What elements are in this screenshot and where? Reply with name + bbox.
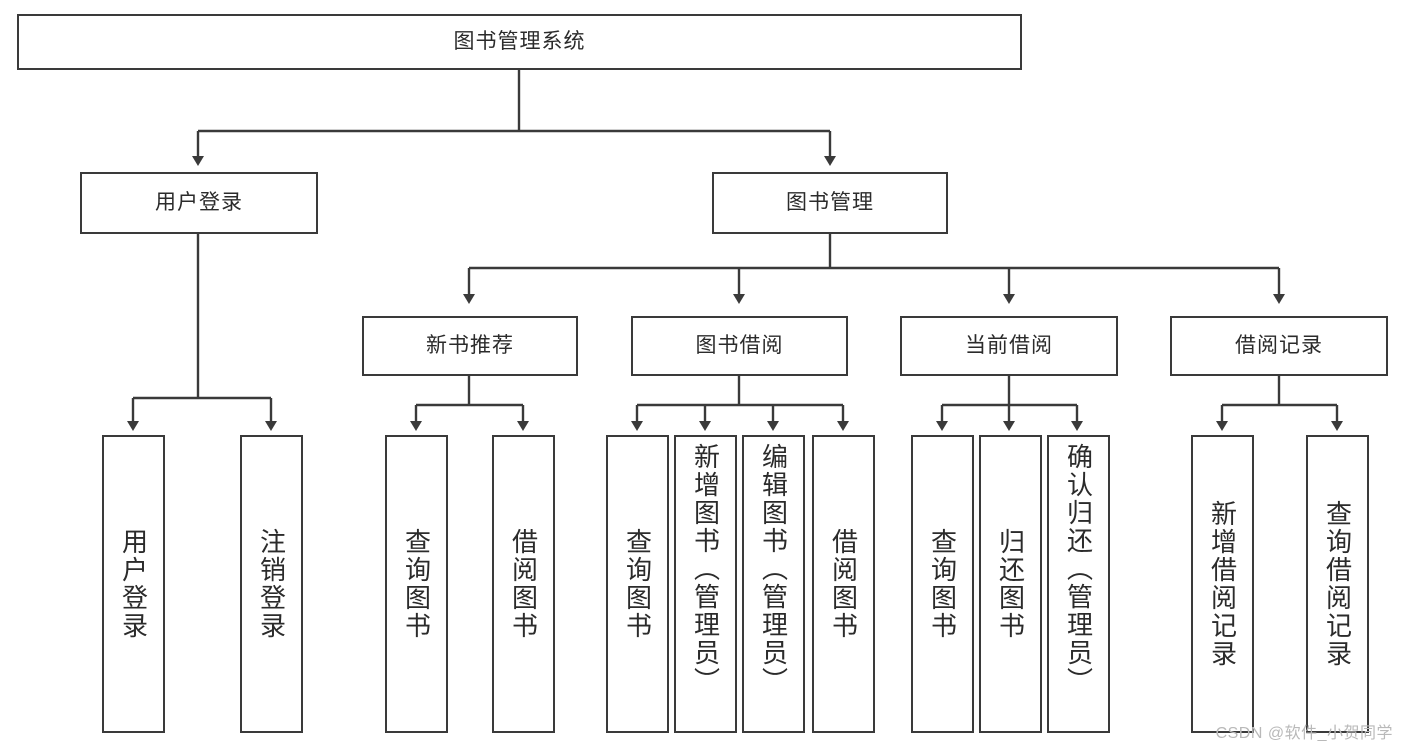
node-book-management[interactable]: 图书管理 [712, 172, 948, 234]
node-label: 新增借阅记录 [1207, 500, 1238, 668]
node-user-login[interactable]: 用户登录 [80, 172, 318, 234]
node-label: 归还图书 [995, 528, 1026, 640]
leaf-confirm-return-admin[interactable]: 确认归还（管理员） [1047, 435, 1110, 733]
leaf-borrow-book[interactable]: 借阅图书 [812, 435, 875, 733]
node-label: 查询图书 [927, 528, 958, 640]
node-borrow-record[interactable]: 借阅记录 [1170, 316, 1388, 376]
leaf-user-login[interactable]: 用户登录 [102, 435, 165, 733]
node-label: 图书管理系统 [453, 29, 586, 53]
node-root-book-management-system[interactable]: 图书管理系统 [17, 14, 1022, 70]
leaf-query-book-recommend[interactable]: 查询图书 [385, 435, 448, 733]
node-label: 新增图书（管理员） [690, 443, 721, 695]
node-label: 用户登录 [118, 528, 149, 640]
node-label: 查询图书 [401, 528, 432, 640]
node-current-borrow[interactable]: 当前借阅 [900, 316, 1118, 376]
node-label: 新书推荐 [426, 333, 514, 357]
node-book-borrow[interactable]: 图书借阅 [631, 316, 848, 376]
leaf-add-book-admin[interactable]: 新增图书（管理员） [674, 435, 737, 733]
node-label: 确认归还（管理员） [1063, 443, 1094, 695]
leaf-return-book[interactable]: 归还图书 [979, 435, 1042, 733]
node-label: 查询图书 [622, 528, 653, 640]
leaf-logout-login[interactable]: 注销登录 [240, 435, 303, 733]
node-label: 借阅图书 [828, 528, 859, 640]
leaf-borrow-book-recommend[interactable]: 借阅图书 [492, 435, 555, 733]
node-label: 图书借阅 [695, 333, 784, 357]
node-label: 查询借阅记录 [1322, 500, 1353, 668]
leaf-add-borrow-record[interactable]: 新增借阅记录 [1191, 435, 1254, 733]
leaf-edit-book-admin[interactable]: 编辑图书（管理员） [742, 435, 805, 733]
leaf-query-book-borrow[interactable]: 查询图书 [606, 435, 669, 733]
node-label: 当前借阅 [965, 333, 1053, 357]
node-label: 注销登录 [256, 528, 287, 640]
leaf-query-borrow-record[interactable]: 查询借阅记录 [1306, 435, 1369, 733]
leaf-query-book-current[interactable]: 查询图书 [911, 435, 974, 733]
node-label: 编辑图书（管理员） [758, 443, 789, 695]
node-new-book-recommend[interactable]: 新书推荐 [362, 316, 578, 376]
node-label: 借阅记录 [1235, 333, 1323, 357]
node-label: 借阅图书 [508, 528, 539, 640]
node-label: 用户登录 [155, 190, 243, 214]
node-label: 图书管理 [786, 190, 874, 214]
